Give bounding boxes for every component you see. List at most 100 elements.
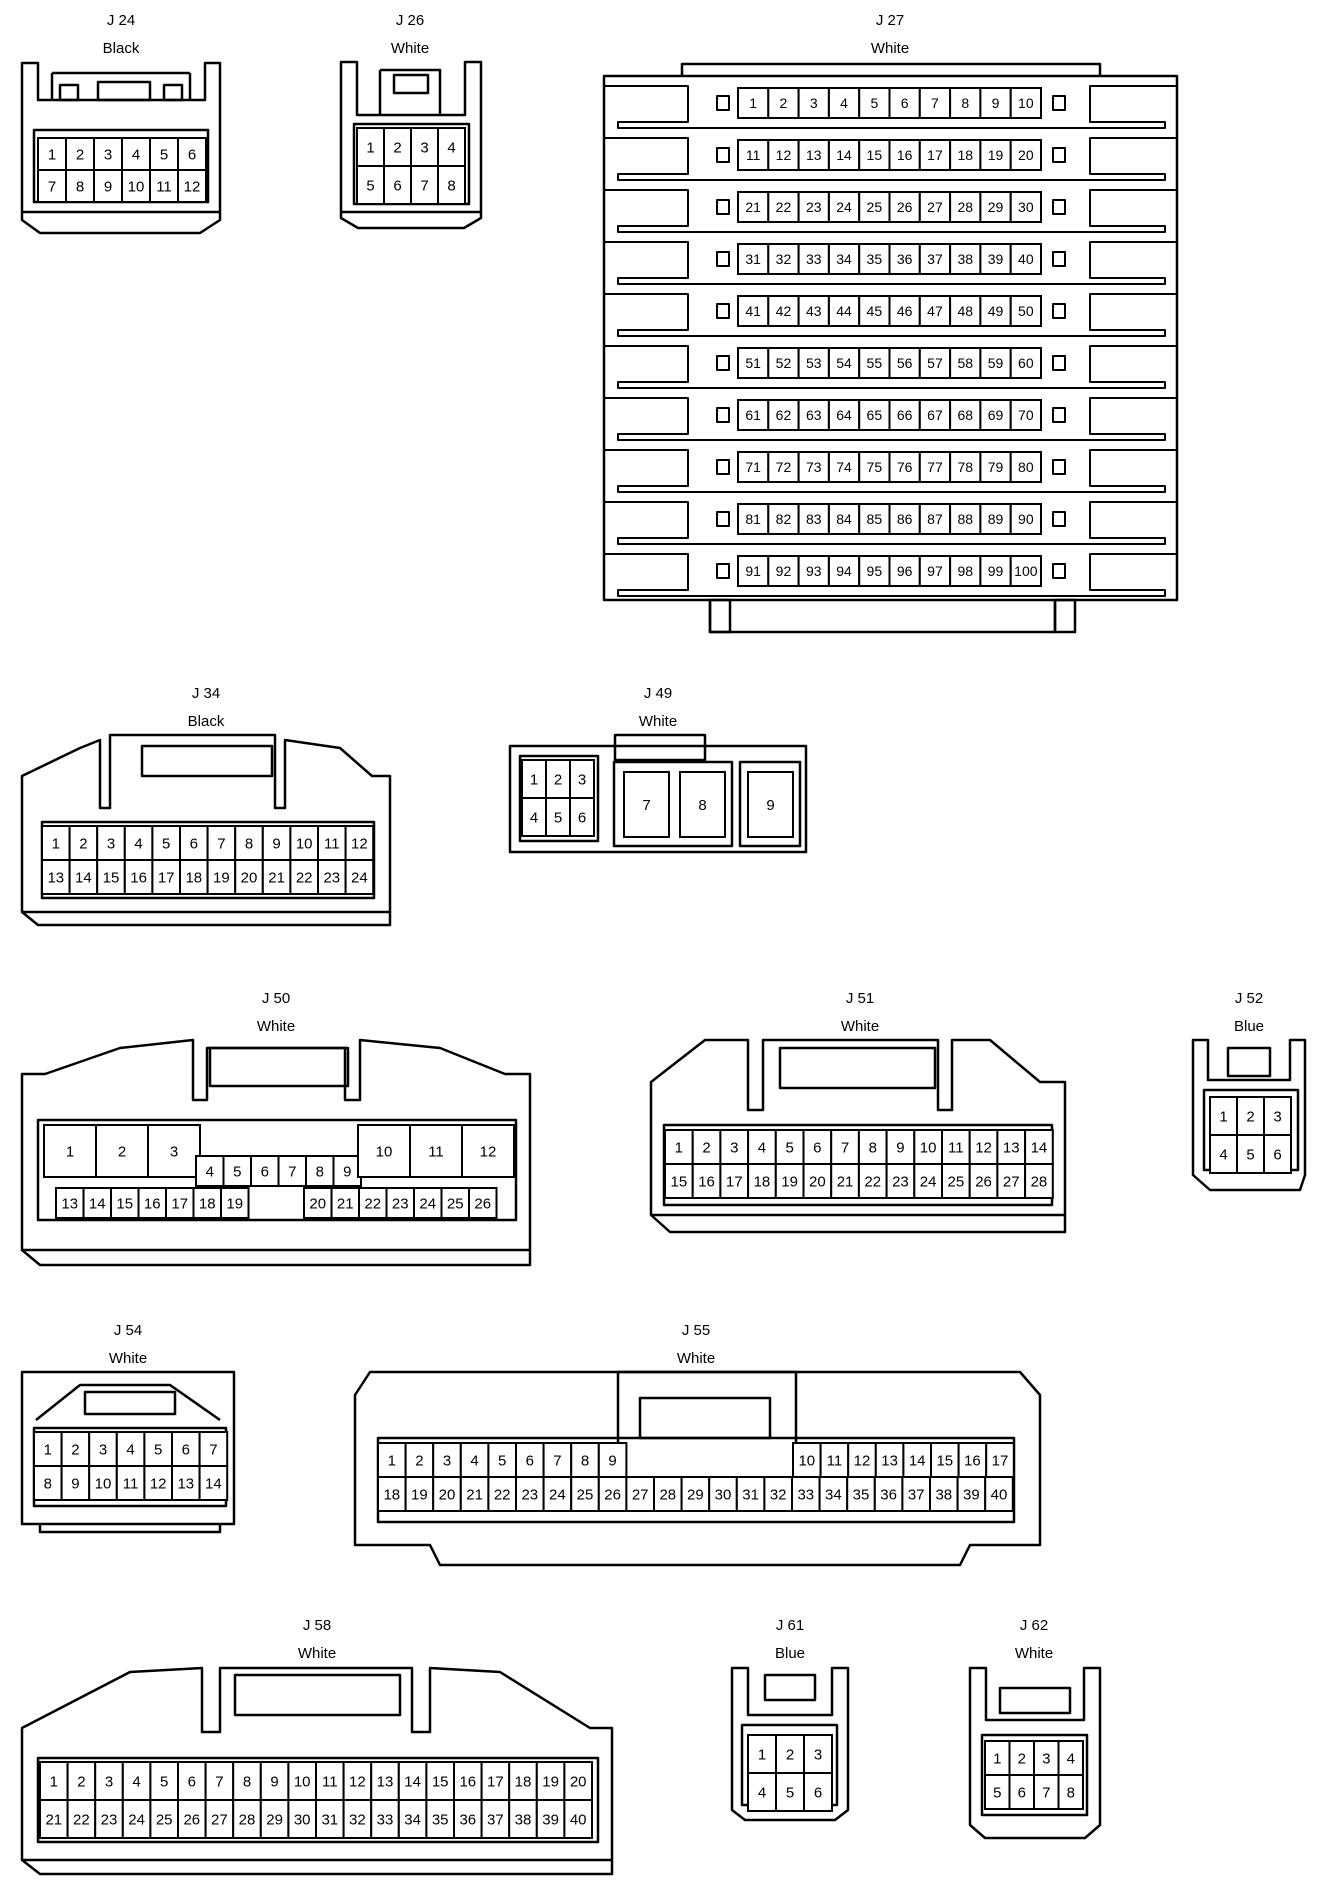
svg-text:37: 37 (487, 1811, 504, 1828)
pin-j51-11: 11 (941, 1129, 971, 1165)
svg-text:56: 56 (897, 355, 913, 371)
svg-text:25: 25 (867, 199, 883, 215)
pin-j34-4: 4 (123, 825, 154, 861)
pin-j24-2: 2 (65, 137, 95, 171)
pin-j50-26: 26 (468, 1187, 498, 1219)
pin-j49-1: 1 (521, 759, 547, 799)
pin-j24-12: 12 (177, 169, 207, 203)
svg-text:5: 5 (160, 1773, 168, 1790)
j27-color-label: White (870, 40, 910, 57)
svg-text:17: 17 (171, 1195, 188, 1212)
pin-j61-2: 2 (775, 1734, 805, 1774)
pin-j27-9: 9 (979, 87, 1012, 119)
pin-j27-19: 19 (979, 139, 1012, 171)
pin-j27-24: 24 (827, 191, 861, 223)
pin-j58-25: 25 (149, 1799, 179, 1839)
pin-j58-33: 33 (370, 1799, 400, 1839)
pin-j51-19: 19 (774, 1163, 805, 1199)
pin-j54-13: 13 (171, 1465, 201, 1501)
pin-j58-5: 5 (149, 1761, 179, 1801)
svg-text:32: 32 (349, 1811, 366, 1828)
svg-text:69: 69 (988, 407, 1004, 423)
svg-text:2: 2 (76, 146, 84, 163)
pin-j27-74: 74 (827, 451, 861, 483)
svg-text:44: 44 (836, 303, 852, 319)
pin-j50-14: 14 (82, 1187, 112, 1219)
pin-j27-5: 5 (858, 87, 891, 119)
pin-j27-43: 43 (797, 295, 830, 327)
svg-text:36: 36 (459, 1811, 476, 1828)
pin-j27-1: 1 (737, 87, 770, 119)
svg-text:35: 35 (867, 251, 883, 267)
svg-text:99: 99 (988, 563, 1004, 579)
j27-row-slot (604, 397, 1177, 441)
pin-j54-9: 9 (60, 1465, 91, 1501)
pin-j50-19: 19 (220, 1187, 250, 1219)
pin-j27-41: 41 (737, 295, 770, 327)
svg-text:31: 31 (321, 1811, 338, 1828)
svg-text:22: 22 (864, 1173, 881, 1190)
pin-j27-95: 95 (858, 555, 891, 587)
svg-text:17: 17 (927, 147, 943, 163)
svg-text:38: 38 (957, 251, 973, 267)
svg-text:1: 1 (366, 139, 374, 156)
svg-text:71: 71 (745, 459, 761, 475)
pin-j26-8: 8 (437, 165, 466, 205)
svg-text:5: 5 (870, 95, 878, 111)
pin-j24-4: 4 (121, 137, 151, 171)
svg-text:54: 54 (836, 355, 852, 371)
svg-text:2: 2 (415, 1452, 423, 1469)
pin-j24-8: 8 (65, 169, 95, 203)
svg-text:1: 1 (1219, 1108, 1227, 1125)
svg-text:2: 2 (393, 139, 401, 156)
pin-j51-28: 28 (1024, 1163, 1054, 1199)
svg-text:23: 23 (101, 1811, 118, 1828)
pin-j49-6: 6 (569, 797, 595, 837)
pin-j55-12: 12 (847, 1442, 877, 1478)
pin-j58-9: 9 (259, 1761, 290, 1801)
pin-j52-5: 5 (1236, 1134, 1265, 1174)
pin-j27-58: 58 (949, 347, 982, 379)
pin-j26-2: 2 (383, 127, 412, 167)
j27-row-slot (604, 449, 1177, 493)
svg-text:8: 8 (316, 1163, 324, 1180)
pin-j51-8: 8 (857, 1129, 888, 1165)
pin-j27-96: 96 (888, 555, 921, 587)
pin-j50-16: 16 (137, 1187, 167, 1219)
pin-j58-6: 6 (177, 1761, 207, 1801)
pin-j55-40: 40 (984, 1476, 1014, 1512)
pin-j54-10: 10 (88, 1465, 118, 1501)
svg-text:20: 20 (1018, 147, 1034, 163)
svg-text:91: 91 (745, 563, 761, 579)
j27-row-slot (604, 189, 1177, 233)
svg-text:7: 7 (217, 835, 225, 852)
svg-text:9: 9 (343, 1163, 351, 1180)
pin-j27-89: 89 (979, 503, 1012, 535)
pin-j27-97: 97 (918, 555, 952, 587)
pin-j27-17: 17 (918, 139, 952, 171)
pin-j27-3: 3 (797, 87, 830, 119)
svg-text:14: 14 (205, 1475, 222, 1492)
svg-text:9: 9 (104, 178, 112, 195)
pin-j61-6: 6 (803, 1772, 833, 1812)
svg-text:5: 5 (233, 1163, 241, 1180)
pin-j27-7: 7 (918, 87, 952, 119)
pin-j51-2: 2 (691, 1129, 722, 1165)
pin-j27-18: 18 (949, 139, 982, 171)
pin-j54-5: 5 (143, 1431, 173, 1467)
svg-text:23: 23 (521, 1486, 538, 1503)
j34-id-label: J 34 (191, 685, 221, 702)
svg-text:48: 48 (957, 303, 973, 319)
svg-text:22: 22 (776, 199, 792, 215)
j34-color-label: Black (187, 713, 225, 730)
pin-j27-60: 60 (1009, 347, 1043, 379)
pin-j34-5: 5 (151, 825, 181, 861)
svg-text:43: 43 (806, 303, 822, 319)
pin-j49-2: 2 (545, 759, 571, 799)
pin-j27-4: 4 (827, 87, 861, 119)
pin-j34-20: 20 (234, 859, 264, 895)
svg-text:78: 78 (957, 459, 973, 475)
pin-j55-20: 20 (432, 1476, 462, 1512)
svg-text:3: 3 (578, 771, 586, 788)
svg-text:80: 80 (1018, 459, 1034, 475)
